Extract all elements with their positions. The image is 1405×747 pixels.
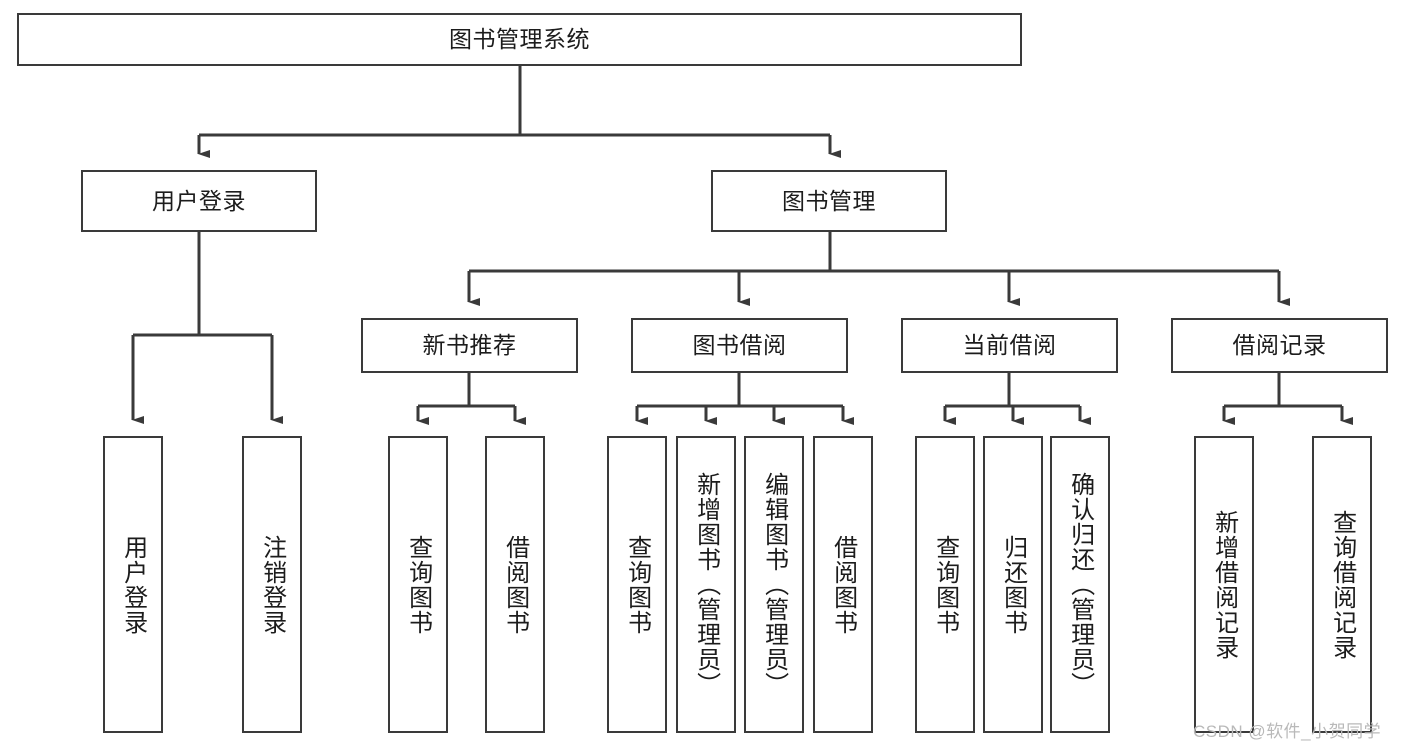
leaf-confirm-return-label: 确认归还（管理员） (1066, 472, 1094, 697)
node-user-login[interactable]: 用户登录 (81, 170, 317, 232)
node-book-borrow[interactable]: 图书借阅 (631, 318, 848, 373)
node-root[interactable]: 图书管理系统 (17, 13, 1022, 66)
leaf-query-book-2-label: 查询图书 (623, 534, 651, 635)
leaf-confirm-return[interactable]: 确认归还（管理员） (1050, 436, 1110, 733)
leaf-borrow-book-1-label: 借阅图书 (501, 534, 529, 635)
leaf-user-login-label: 用户登录 (119, 534, 147, 635)
leaf-borrow-book-1[interactable]: 借阅图书 (485, 436, 545, 733)
leaf-query-book-1-label: 查询图书 (404, 534, 432, 635)
leaf-query-record-label: 查询借阅记录 (1328, 509, 1356, 660)
leaf-query-record[interactable]: 查询借阅记录 (1312, 436, 1372, 733)
leaf-logout[interactable]: 注销登录 (242, 436, 302, 733)
leaf-query-book-2[interactable]: 查询图书 (607, 436, 667, 733)
leaf-edit-book[interactable]: 编辑图书（管理员） (744, 436, 804, 733)
node-current-borrow[interactable]: 当前借阅 (901, 318, 1118, 373)
leaf-query-book-1[interactable]: 查询图书 (388, 436, 448, 733)
node-new-book-recommend-label: 新书推荐 (422, 332, 517, 359)
node-book-borrow-label: 图书借阅 (692, 332, 787, 359)
leaf-add-record-label: 新增借阅记录 (1210, 509, 1238, 660)
node-borrow-record[interactable]: 借阅记录 (1171, 318, 1388, 373)
leaf-user-login[interactable]: 用户登录 (103, 436, 163, 733)
node-borrow-record-label: 借阅记录 (1232, 332, 1327, 359)
node-root-label: 图书管理系统 (449, 26, 590, 53)
leaf-return-book-label: 归还图书 (999, 534, 1027, 635)
leaf-query-book-3[interactable]: 查询图书 (915, 436, 975, 733)
leaf-edit-book-label: 编辑图书（管理员） (760, 472, 788, 697)
leaf-borrow-book-2-label: 借阅图书 (829, 534, 857, 635)
node-new-book-recommend[interactable]: 新书推荐 (361, 318, 578, 373)
leaf-borrow-book-2[interactable]: 借阅图书 (813, 436, 873, 733)
leaf-add-record[interactable]: 新增借阅记录 (1194, 436, 1254, 733)
leaf-add-book-label: 新增图书（管理员） (692, 472, 720, 697)
leaf-query-book-3-label: 查询图书 (931, 534, 959, 635)
node-user-login-label: 用户登录 (152, 187, 246, 214)
leaf-logout-label: 注销登录 (258, 534, 286, 635)
leaf-return-book[interactable]: 归还图书 (983, 436, 1043, 733)
node-current-borrow-label: 当前借阅 (962, 332, 1057, 359)
node-book-management-label: 图书管理 (782, 187, 876, 214)
leaf-add-book[interactable]: 新增图书（管理员） (676, 436, 736, 733)
node-book-management[interactable]: 图书管理 (711, 170, 947, 232)
